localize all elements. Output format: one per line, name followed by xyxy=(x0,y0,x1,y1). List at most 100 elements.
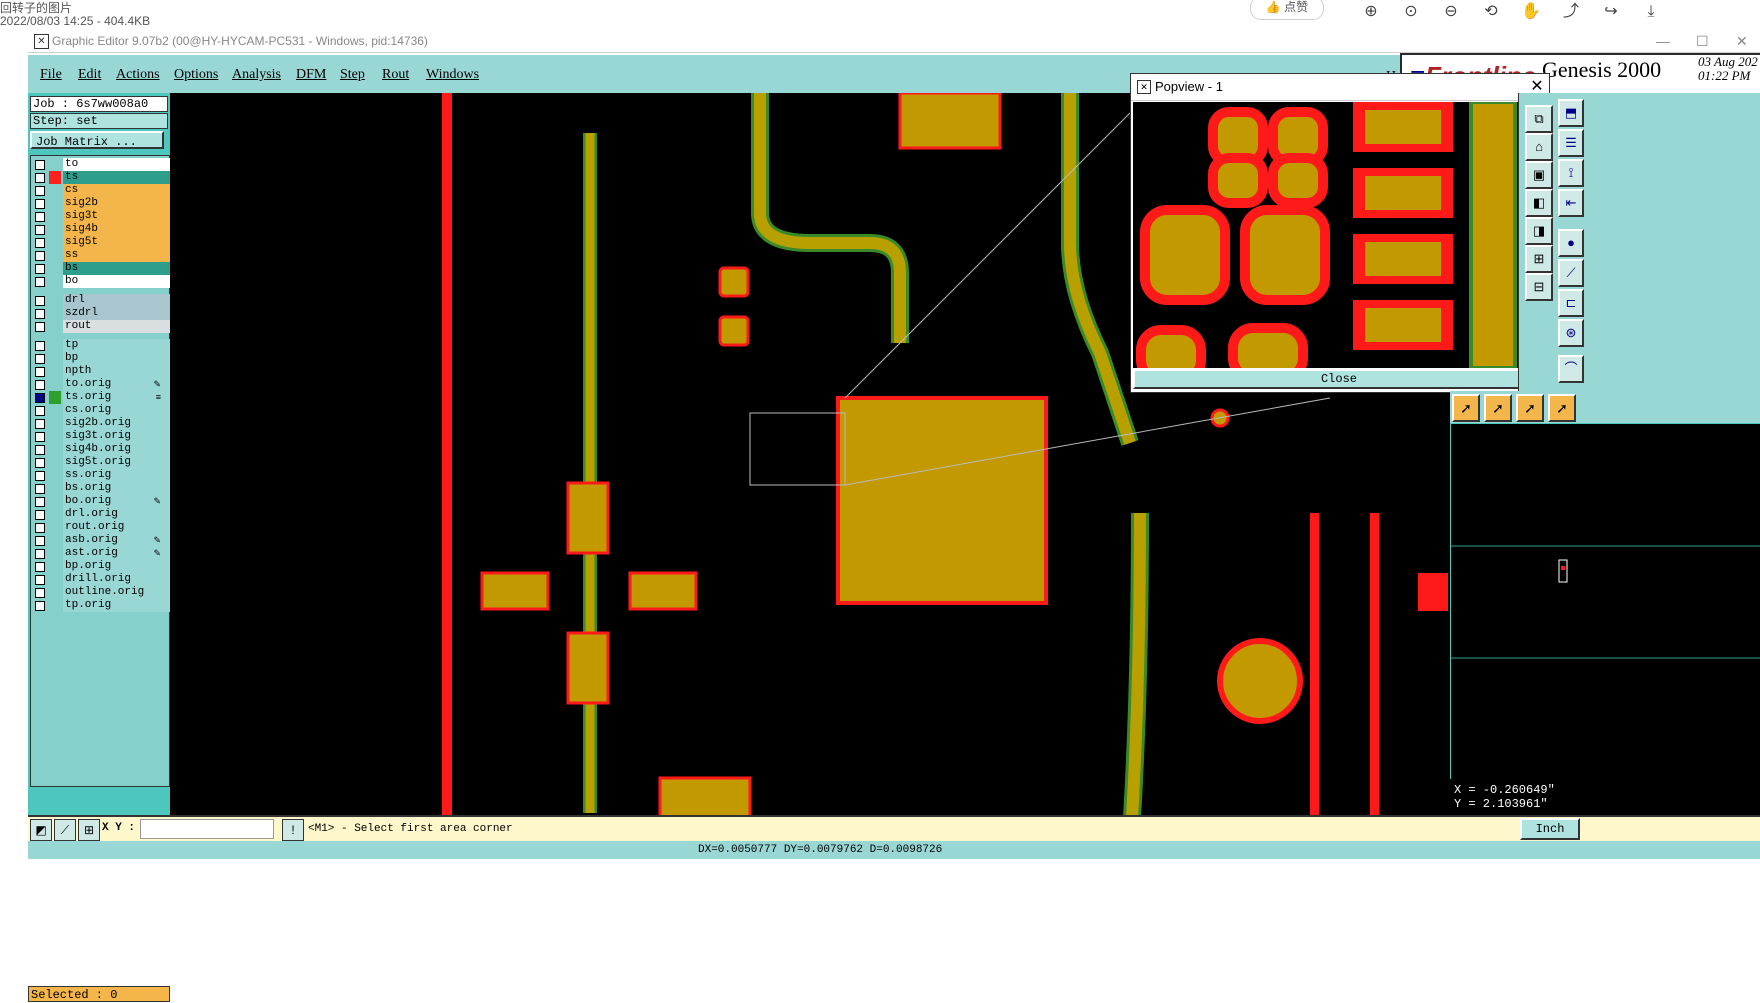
select-arrow-icon[interactable]: ➚ xyxy=(1452,394,1480,422)
layer-name[interactable]: sig5t.orig xyxy=(63,456,170,469)
layer-row[interactable]: sig2b xyxy=(33,197,170,210)
layer-row[interactable]: bo.orig✎ xyxy=(33,495,170,508)
layer-color-swatch[interactable] xyxy=(49,534,61,547)
layer-row[interactable]: rout.orig xyxy=(33,521,170,534)
layer-row[interactable]: bo xyxy=(33,275,170,288)
layer-checkbox[interactable] xyxy=(35,419,45,429)
layer-row[interactable]: bs.orig xyxy=(33,482,170,495)
layer-checkbox[interactable] xyxy=(35,510,45,520)
layer-color-swatch[interactable] xyxy=(49,275,61,288)
layer-color-swatch[interactable] xyxy=(49,339,61,352)
layer-name[interactable]: szdrl xyxy=(63,307,170,320)
layer-row[interactable]: drl.orig xyxy=(33,508,170,521)
layer-checkbox[interactable] xyxy=(35,380,45,390)
layer-name[interactable]: sig4b xyxy=(63,223,170,236)
download-icon[interactable]: ⤓ xyxy=(1647,3,1655,20)
layer-checkbox[interactable] xyxy=(35,309,45,319)
layer-row[interactable]: bp xyxy=(33,352,170,365)
layer-color-swatch[interactable] xyxy=(49,262,61,275)
layer-name[interactable]: bp xyxy=(63,352,170,365)
select-box-arrow-icon[interactable]: ➚ xyxy=(1516,394,1544,422)
layer-name[interactable]: tp.orig xyxy=(63,599,170,612)
fit-size-icon[interactable]: ⊙ xyxy=(1404,3,1418,20)
minimize-icon[interactable]: — xyxy=(1656,33,1670,49)
layer-row[interactable]: bp.orig xyxy=(33,560,170,573)
layer-row[interactable]: szdrl xyxy=(33,307,170,320)
popview-canvas[interactable] xyxy=(1133,102,1545,368)
layer-checkbox[interactable] xyxy=(35,536,45,546)
layer-name[interactable]: ss xyxy=(63,249,170,262)
layer-row[interactable]: tp xyxy=(33,339,170,352)
layer-checkbox[interactable] xyxy=(35,322,45,332)
layer-name[interactable]: ss.orig xyxy=(63,469,170,482)
layer-checkbox[interactable] xyxy=(35,367,45,377)
layer-color-swatch[interactable] xyxy=(49,171,61,184)
maximize-icon[interactable]: ☐ xyxy=(1696,33,1709,49)
layer-name[interactable]: sig3t xyxy=(63,210,170,223)
layer-checkbox[interactable] xyxy=(35,277,45,287)
layer-checkbox[interactable] xyxy=(35,225,45,235)
layer-row[interactable]: cs xyxy=(33,184,170,197)
menu-edit[interactable]: Edit xyxy=(78,67,102,82)
layer-color-swatch[interactable] xyxy=(49,586,61,599)
layer-row[interactable]: ts.orig≡ xyxy=(33,391,170,404)
layer-row[interactable]: rout xyxy=(33,320,170,333)
snap-icon[interactable]: ⊏ xyxy=(1558,289,1584,317)
close-icon[interactable]: ✕ xyxy=(1530,78,1544,95)
layer-name[interactable]: sig2b xyxy=(63,197,170,210)
layer-checkbox[interactable] xyxy=(35,186,45,196)
layer-name[interactable]: to.orig xyxy=(63,378,170,391)
layer-name[interactable]: bo xyxy=(63,275,170,288)
layer-row[interactable]: sig5t xyxy=(33,236,170,249)
rotate-icon[interactable]: ⟲ xyxy=(1484,3,1498,20)
layer-color-swatch[interactable] xyxy=(49,417,61,430)
layer-row[interactable]: sig4b xyxy=(33,223,170,236)
layer-row[interactable]: to.orig✎ xyxy=(33,378,170,391)
hand-icon[interactable]: ✋ xyxy=(1521,3,1541,20)
layer-name[interactable]: ts xyxy=(63,171,170,184)
menu-dfm[interactable]: DFM xyxy=(296,67,327,82)
layer-name[interactable]: drl xyxy=(63,294,170,307)
layer-name[interactable]: cs xyxy=(63,184,170,197)
layer-row[interactable]: sig4b.orig xyxy=(33,443,170,456)
layer-row[interactable]: outline.orig xyxy=(33,586,170,599)
layer-checkbox[interactable] xyxy=(35,601,45,611)
layer-checkbox[interactable] xyxy=(35,575,45,585)
like-button[interactable]: 👍 点赞 xyxy=(1250,0,1324,20)
layer-name[interactable]: bs.orig xyxy=(63,482,170,495)
share-icon[interactable]: ⤴ xyxy=(1562,3,1579,20)
layer-name[interactable]: to xyxy=(63,158,170,171)
layer-name[interactable]: sig4b.orig xyxy=(63,443,170,456)
layer-name[interactable]: rout xyxy=(63,320,170,333)
pan-right-icon[interactable]: ◨ xyxy=(1525,217,1553,245)
menu-file[interactable]: File xyxy=(40,67,62,82)
layer-checkbox[interactable] xyxy=(35,173,45,183)
zoom-out-icon[interactable]: ⊖ xyxy=(1444,3,1458,20)
layer-color-swatch[interactable] xyxy=(49,236,61,249)
grid-icon[interactable]: ⊞ xyxy=(78,819,100,841)
route-icon[interactable]: ⟟ xyxy=(1558,159,1584,187)
layer-color-swatch[interactable] xyxy=(49,456,61,469)
layer-checkbox[interactable] xyxy=(35,562,45,572)
layer-color-swatch[interactable] xyxy=(49,210,61,223)
layer-name[interactable]: bp.orig xyxy=(63,560,170,573)
layer-color-swatch[interactable] xyxy=(49,495,61,508)
layer-color-swatch[interactable] xyxy=(49,378,61,391)
layer-checkbox[interactable] xyxy=(35,497,45,507)
layer-row[interactable]: tp.orig xyxy=(33,599,170,612)
layer-name[interactable]: ast.orig xyxy=(63,547,170,560)
layer-color-swatch[interactable] xyxy=(49,249,61,262)
mini-map[interactable] xyxy=(1450,423,1760,780)
layer-row[interactable]: bs xyxy=(33,262,170,275)
layer-color-swatch[interactable] xyxy=(49,158,61,171)
zoom-in-tool-icon[interactable]: ⊞ xyxy=(1525,245,1553,273)
layer-color-swatch[interactable] xyxy=(49,320,61,333)
layer-name[interactable]: cs.orig xyxy=(63,404,170,417)
layer-name[interactable]: sig2b.orig xyxy=(63,417,170,430)
layer-checkbox[interactable] xyxy=(35,445,45,455)
pan-left-icon[interactable]: ◧ xyxy=(1525,189,1553,217)
layer-name[interactable]: ts.orig xyxy=(63,391,170,404)
units-button[interactable]: Inch xyxy=(1520,818,1580,840)
menu-actions[interactable]: Actions xyxy=(116,67,160,82)
layer-row[interactable]: sig3t.orig xyxy=(33,430,170,443)
